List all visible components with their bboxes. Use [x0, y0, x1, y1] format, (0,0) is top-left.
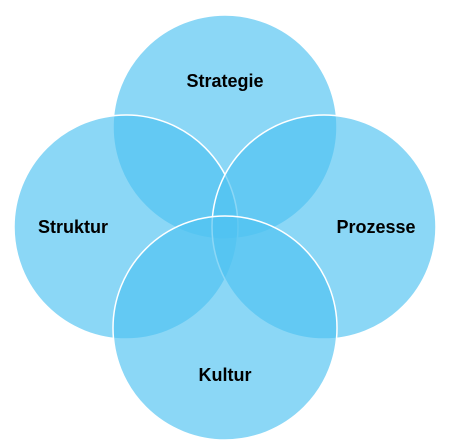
- label-prozesse: Prozesse: [336, 217, 415, 237]
- circle-kultur: [112, 215, 338, 441]
- label-kultur: Kultur: [199, 365, 252, 385]
- circle-layer: [13, 14, 437, 441]
- label-strategie: Strategie: [186, 71, 263, 91]
- label-struktur: Struktur: [38, 217, 108, 237]
- label-layer: Strategie Struktur Prozesse Kultur: [38, 71, 416, 385]
